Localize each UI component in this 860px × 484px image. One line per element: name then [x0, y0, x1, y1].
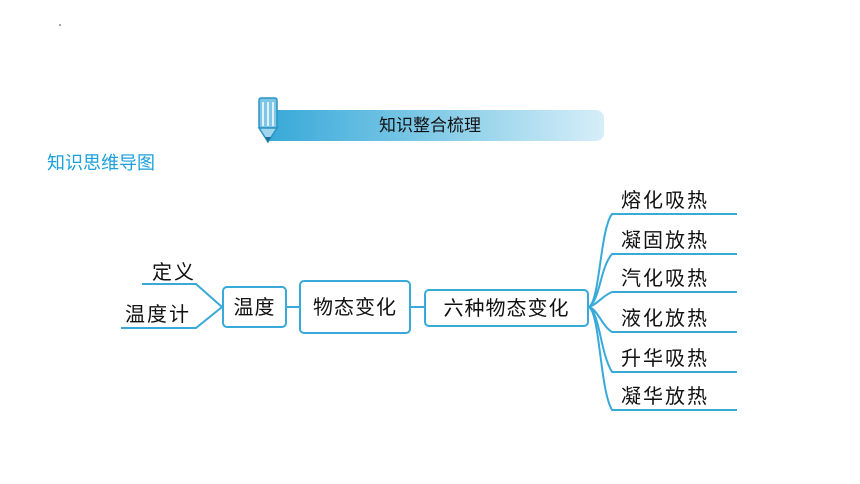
branch-sublimating: 升华吸热 [621, 346, 709, 370]
node-temperature: 温度 [222, 286, 287, 328]
banner-title: 知识整合梳理 [379, 116, 481, 136]
connector-thermometer [121, 306, 223, 329]
branch-thermometer: 温度计 [125, 302, 191, 326]
branch-melting: 熔化吸热 [621, 188, 709, 212]
stray-dot [59, 24, 61, 26]
banner-bar [270, 110, 604, 141]
connector-rb-6 [588, 306, 737, 411]
branch-liquefying: 液化放热 [621, 306, 709, 330]
pencil-icon [257, 97, 279, 144]
node-six-state-changes: 六种物态变化 [424, 289, 589, 327]
section-title: 知识思维导图 [47, 153, 155, 174]
branch-desublimating: 凝华放热 [621, 384, 709, 408]
branch-definition: 定义 [152, 260, 196, 284]
node-state-change: 物态变化 [299, 280, 411, 334]
branch-vaporizing: 汽化吸热 [621, 266, 709, 290]
connector-rb-1 [588, 213, 737, 308]
branch-solidifying: 凝固放热 [621, 228, 709, 252]
connector-rb-2 [588, 253, 737, 308]
connector-definition [142, 283, 223, 308]
connector-rb-3 [588, 291, 737, 308]
